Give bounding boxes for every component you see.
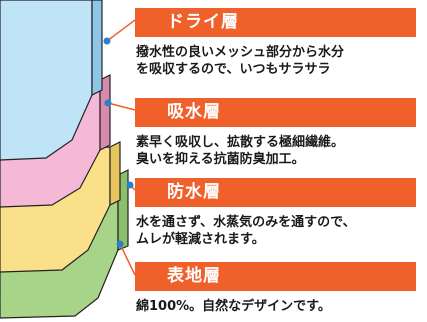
layer-description-surface: 綿100%。自然なデザインです。: [136, 299, 331, 314]
leader-line-absorb: [107, 102, 136, 111]
waterproof-layer-edge: [109, 141, 121, 206]
dry-layer-shape: [0, 0, 93, 161]
layer-title-waterproof: 防水層: [135, 178, 416, 207]
layer-title-absorb: 吸水層: [135, 98, 416, 127]
marker-dot-surface: [116, 240, 124, 248]
marker-dot-dry: [103, 37, 111, 45]
layer-description-absorb: 素早く吸収し、拡散する極細繊維。 臭いを抑える抗菌防臭加工。: [136, 135, 345, 167]
absorb-layer-edge: [99, 74, 111, 151]
layer-title-surface: 表地層: [135, 262, 416, 291]
layer-description-dry: 撥水性の良いメッシュ部分から水分 を吸収するので、いつもサラサラ: [136, 45, 345, 77]
marker-dot-waterproof: [126, 181, 134, 189]
marker-dots: [103, 37, 134, 248]
dry-layer-edge: [91, 0, 103, 96]
layer-description-waterproof: 水を通さず、水蒸気のみを通すので、 ムレが軽減されます。: [136, 215, 356, 247]
layer-title-dry: ドライ層: [135, 8, 416, 37]
marker-dot-absorb: [104, 99, 112, 107]
leader-line-surface: [119, 243, 136, 276]
leader-line-dry: [106, 19, 136, 42]
